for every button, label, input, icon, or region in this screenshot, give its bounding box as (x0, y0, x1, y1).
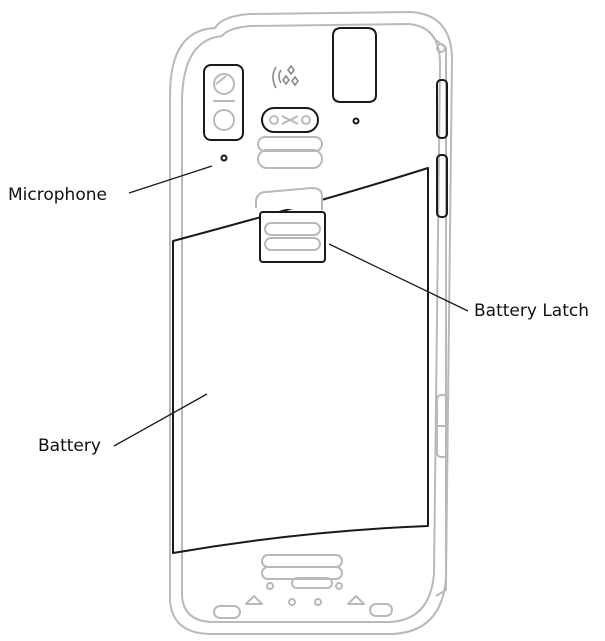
battery-label: Battery (38, 436, 101, 456)
bottom-connectors (213, 554, 393, 619)
camera-module (203, 64, 244, 141)
microphone-hole (220, 154, 228, 162)
secondary-microphone-hole (352, 117, 360, 125)
scanner-logo-icon (272, 64, 299, 89)
microphone-label: Microphone (8, 185, 107, 205)
scan-button (436, 154, 448, 218)
battery-latch-label: Battery Latch (474, 301, 589, 321)
scan-window (332, 27, 377, 103)
device-housing (169, 11, 453, 635)
battery-leader-line (113, 393, 208, 447)
microphone-leader-line (128, 165, 213, 194)
battery-latch (255, 187, 326, 263)
battery-latch-leader-line (328, 243, 469, 312)
speaker-grille (257, 107, 323, 169)
side-buttons (436, 43, 448, 458)
power-button (436, 79, 448, 139)
